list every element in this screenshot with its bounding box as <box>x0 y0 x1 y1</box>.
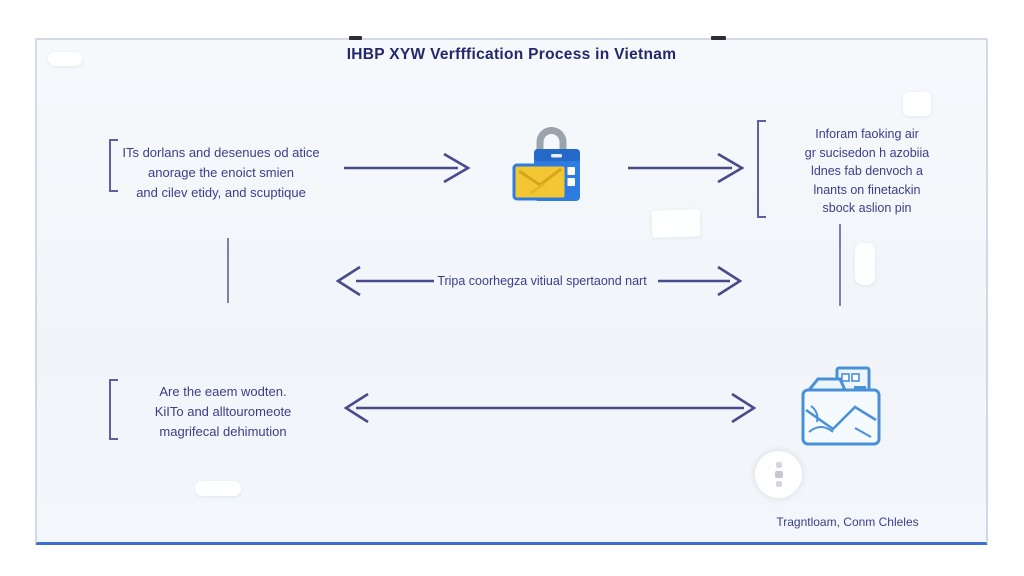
text-line: gr sucisedon h azobiia <box>804 145 930 160</box>
faint-envelope-shape <box>651 209 701 238</box>
text-line: Inforam faoking air <box>815 127 919 141</box>
text-block-top-right: Inforam faoking air gr sucisedon h azobi… <box>764 125 970 218</box>
text-line: and cilev etidy, and scuptique <box>136 185 306 200</box>
badge-dot <box>775 462 782 468</box>
connector-vertical-right <box>839 224 841 306</box>
faint-blob-bottom-left <box>195 481 241 496</box>
faint-blob-mid-right <box>855 243 875 285</box>
text-line: lnants on finetackin <box>813 182 921 197</box>
folder-document-icon <box>801 366 881 446</box>
faint-blob-top-right <box>903 92 931 116</box>
faint-blob-top-left <box>48 52 82 66</box>
bracket-bottom-left <box>109 379 118 440</box>
text-block-top-left: ITs dorlans and desenues od atice anorag… <box>112 143 330 203</box>
arrow-left-middle <box>335 265 434 297</box>
text-line: ITs dorlans and desenues od atice <box>122 145 320 160</box>
text-line: KiITo and alltouromeote <box>154 404 292 419</box>
text-line: magrifecal dehimution <box>159 424 287 439</box>
text-line: Are the eaem wodten. <box>159 384 287 399</box>
caption-text: Tragntloam, Conm Chleles <box>776 515 919 529</box>
text-line: sbock aslion pin <box>822 201 912 215</box>
bracket-top-right <box>757 120 766 218</box>
arrow-right-top-2 <box>628 152 745 184</box>
page-title: IHBP XYW Verfffication Process in Vietna… <box>346 46 677 63</box>
bracket-top-left <box>109 139 118 192</box>
diagram-frame <box>35 38 988 545</box>
text-block-bottom-left: Are the eaem wodten. KiITo and alltourom… <box>118 382 328 442</box>
top-border-mark-right <box>711 36 726 40</box>
middle-arrow-label: Tripa coorhegza vitiual spertaond nart <box>437 274 647 288</box>
arrow-right-top-1 <box>344 152 471 184</box>
text-line: anorage the enoict smien <box>148 165 294 180</box>
lock-icon <box>512 127 580 201</box>
faint-circle-badge <box>755 451 802 498</box>
arrow-right-middle <box>658 265 743 297</box>
arrow-double-bottom <box>343 392 757 424</box>
badge-dot <box>775 481 782 487</box>
connector-vertical-left <box>227 238 229 303</box>
text-line: ldnes fab denvoch a <box>811 164 923 178</box>
badge-dot <box>774 471 783 478</box>
top-border-mark-left <box>349 36 362 40</box>
